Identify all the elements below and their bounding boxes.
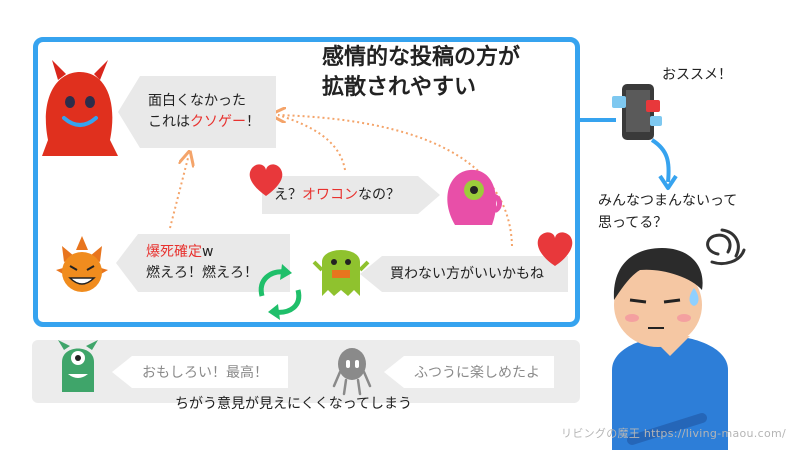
sun-monster-bubble: 爆死確定w 燃えろ！燃えろ！ <box>116 234 290 292</box>
pink-bubble-highlight: オワコン <box>302 186 358 203</box>
red-devil-line-2: これはクソゲー！ <box>148 112 276 133</box>
pink-monster-bubble: え？オワコンなの？ <box>262 176 440 214</box>
headline: 感情的な投稿の方が 拡散されやすい <box>322 43 542 103</box>
thought-line-2: 思ってる？ <box>598 215 668 231</box>
sun-bubble-line-1-suffix: w <box>202 244 214 260</box>
sun-bubble-line-2: 燃えろ！燃えろ！ <box>146 265 258 281</box>
bottom-right-text: ふつうに楽しめたよ <box>414 365 540 381</box>
green-ghost-text: 買わない方がいいかもね <box>390 265 544 282</box>
phone-to-man-arrow <box>650 138 671 183</box>
pink-bubble-prefix: え？ <box>274 186 302 203</box>
red-devil-line-1: 面白くなかった <box>148 93 246 109</box>
bottom-caption: ちがう意見が見えにくくなってしまう <box>175 396 413 412</box>
red-devil-highlight: クソゲー <box>190 114 246 130</box>
watermark: リビングの魔王 https://living-maou.com/ <box>561 427 786 440</box>
red-devil-bubble: 面白くなかった これはクソゲー！ <box>118 76 276 148</box>
bottom-right-bubble: ふつうに楽しめたよ <box>384 356 554 388</box>
thought-line-1: みんなつまんないって <box>598 193 738 209</box>
thought-text: みんなつまんないって 思ってる？ <box>598 190 737 234</box>
red-devil-line-2-prefix: これは <box>148 114 190 130</box>
headline-line-1: 感情的な投稿の方が <box>322 45 521 70</box>
pink-bubble-suffix: なの？ <box>358 186 400 203</box>
red-devil-line-2-suffix: ！ <box>246 114 260 130</box>
green-ghost-bubble: 買わない方がいいかもね <box>360 256 568 292</box>
sun-bubble-line-1: 爆死確定w <box>146 242 290 263</box>
sun-bubble-highlight: 爆死確定 <box>146 244 202 260</box>
arrow-sun-to-devil <box>169 158 188 229</box>
bottom-left-bubble: おもしろい！最高！ <box>112 356 288 388</box>
arrow-pink-to-devil <box>277 114 346 171</box>
bottom-left-text: おもしろい！最高！ <box>142 365 268 381</box>
headline-line-2: 拡散されやすい <box>322 75 477 100</box>
phone-label: おススメ！ <box>662 67 732 83</box>
